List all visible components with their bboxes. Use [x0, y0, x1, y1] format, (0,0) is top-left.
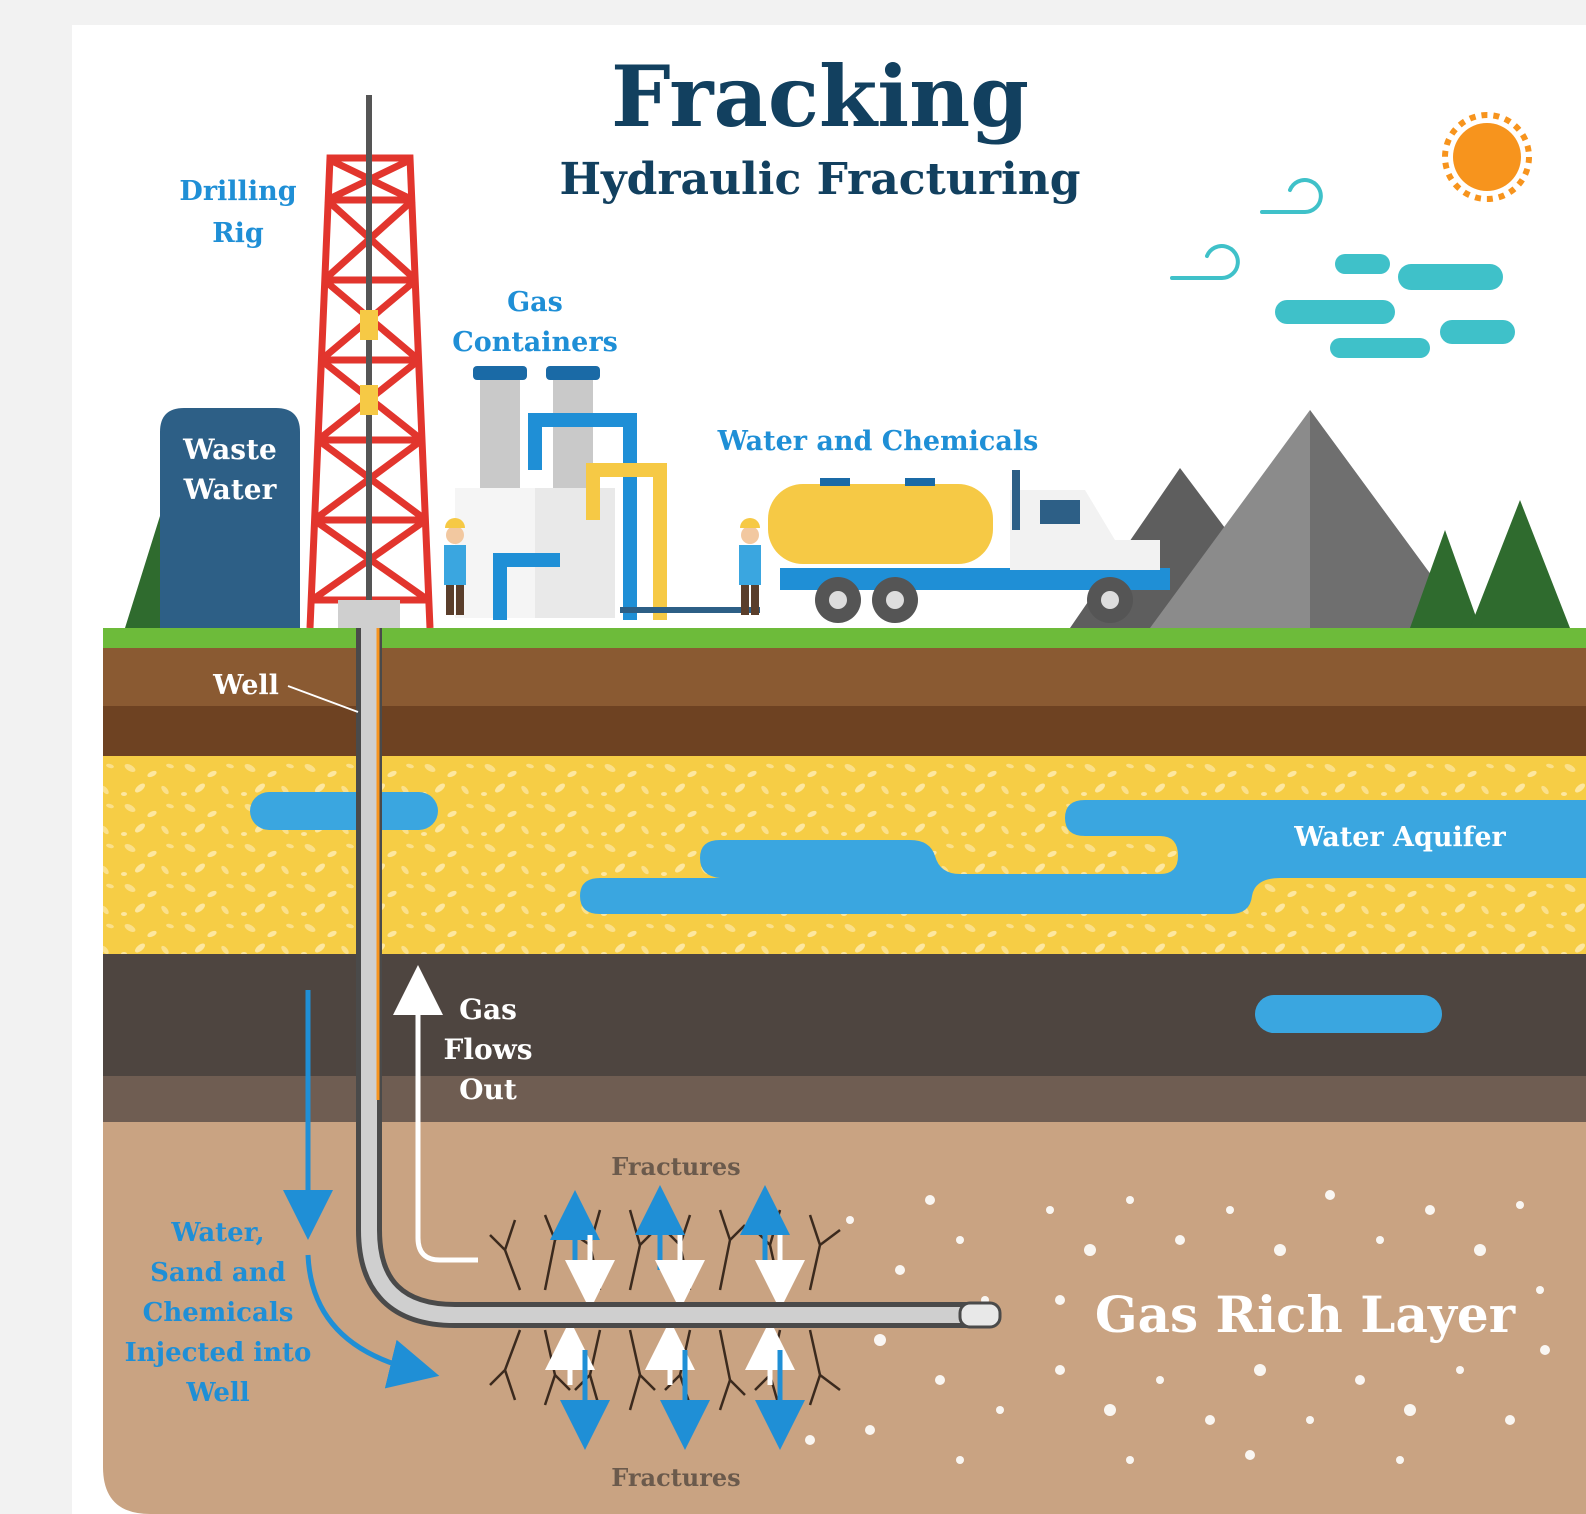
- gas-particles: [805, 1190, 1550, 1464]
- cloud-icon: [1275, 254, 1515, 358]
- label-gas-containers: Gas: [507, 287, 563, 318]
- well-head: [338, 600, 400, 628]
- label-water-aquifer: Water Aquifer: [1293, 822, 1506, 853]
- rock-layer: [103, 1076, 1586, 1122]
- subsoil-layer: [103, 706, 1586, 756]
- label-water-and-chemicals: Water and Chemicals: [717, 426, 1039, 457]
- label-well: Well: [212, 670, 279, 701]
- label-gas-flows-out: Flows: [443, 1033, 532, 1066]
- topsoil-layer: [103, 648, 1586, 706]
- label-injected: Sand and: [150, 1258, 286, 1288]
- ground-layers: [103, 628, 1586, 1514]
- rig-block: [360, 385, 378, 415]
- worker-figure: [739, 518, 761, 615]
- fracture-arrows: [545, 1185, 805, 1450]
- label-injected: Injected into: [125, 1338, 312, 1368]
- label-waste-water: Water: [183, 473, 278, 506]
- page-subtitle: Hydraulic Fracturing: [559, 154, 1080, 205]
- sun-icon: [1442, 112, 1532, 202]
- label-drilling-rig: Rig: [212, 218, 264, 249]
- label-drilling-rig: Drilling: [179, 176, 296, 207]
- page-title: Fracking: [611, 47, 1029, 146]
- gas-flow-arrow: [393, 965, 478, 1263]
- grass-layer: [103, 628, 1586, 648]
- tanker-truck: [768, 470, 1170, 623]
- worker-figure: [444, 518, 466, 615]
- injection-curve-arrow: [305, 1254, 440, 1389]
- label-injected: Well: [185, 1378, 249, 1408]
- rig-block: [360, 310, 378, 340]
- well-pipe: [356, 628, 1002, 1329]
- label-injected: Chemicals: [143, 1298, 294, 1328]
- drill-pipe: [366, 95, 372, 630]
- label-waste-water: Waste: [182, 433, 277, 466]
- water-aquifer: [250, 792, 1586, 1033]
- wind-icon: [1170, 178, 1323, 280]
- label-fractures-top: Fractures: [611, 1152, 740, 1181]
- label-gas-flows-out: Gas: [459, 993, 517, 1026]
- waste-water-tank: [160, 408, 300, 628]
- well-pointer: [287, 685, 359, 713]
- label-gas-containers: Containers: [452, 327, 618, 358]
- gas-containers-plant: [455, 366, 760, 620]
- label-fractures-bottom: Fractures: [611, 1463, 740, 1492]
- label-gas-flows-out: Out: [459, 1073, 517, 1106]
- label-gas-rich-layer: Gas Rich Layer: [1095, 1285, 1516, 1344]
- label-injected: Water,: [170, 1218, 264, 1248]
